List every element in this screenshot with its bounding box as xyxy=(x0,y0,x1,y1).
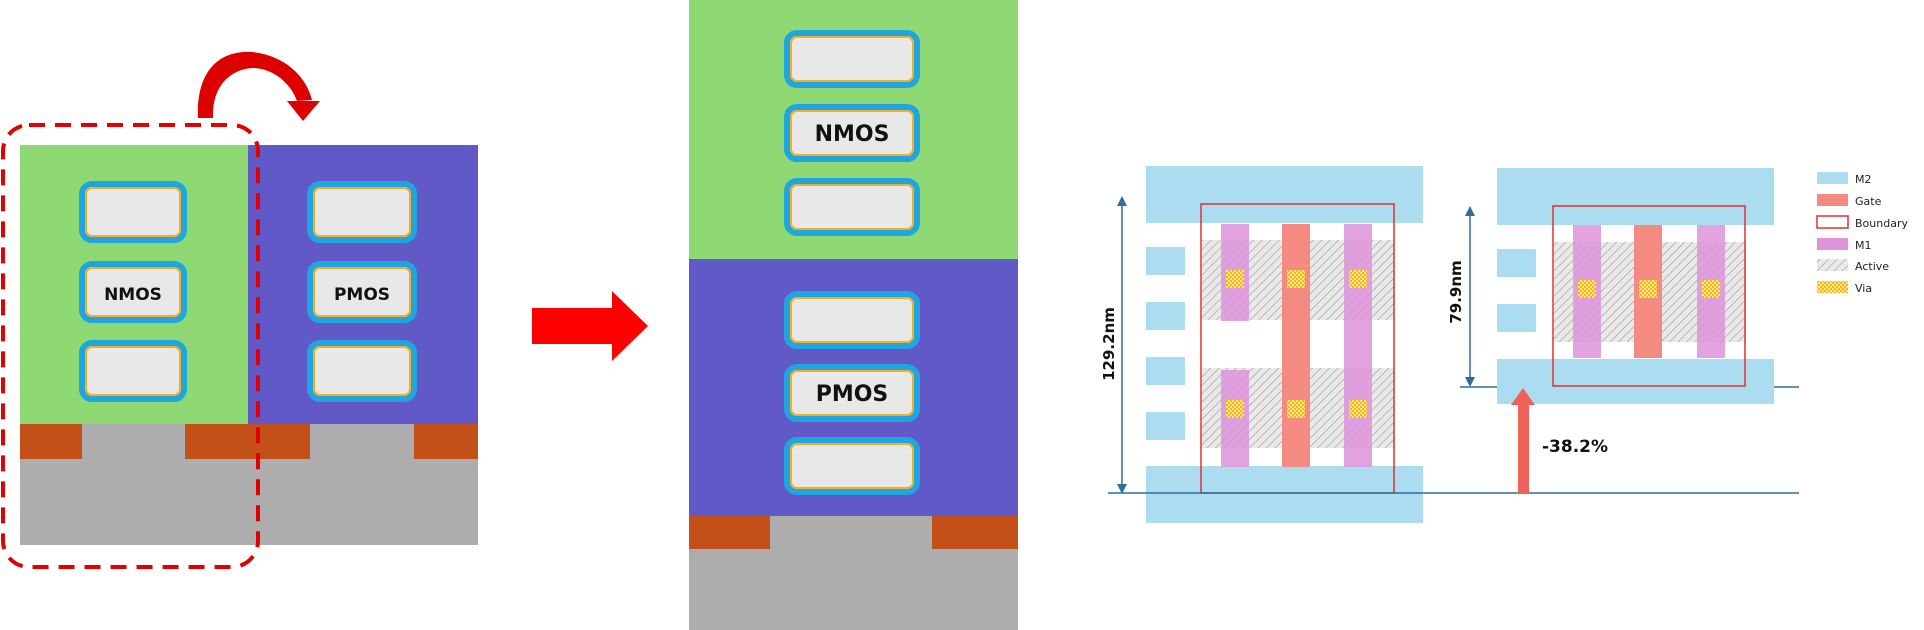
active-swatch xyxy=(1817,259,1848,271)
m1-track xyxy=(1221,370,1249,467)
legend-label: Gate xyxy=(1855,195,1882,208)
m2-rail-bottom xyxy=(1146,466,1423,523)
via xyxy=(1578,280,1596,298)
flip-arrow-icon xyxy=(197,51,320,121)
pmos-fins xyxy=(307,181,417,402)
height-original-label: 129.2nm xyxy=(1100,307,1118,381)
via-swatch xyxy=(1817,281,1848,293)
m2-track xyxy=(1497,304,1536,332)
m1-swatch xyxy=(1817,238,1848,250)
nmos-fins xyxy=(79,181,187,402)
pmos-fins-stacked xyxy=(784,291,920,495)
m2-swatch xyxy=(1817,172,1848,184)
m2-rail-top xyxy=(1497,168,1774,225)
contact xyxy=(414,424,478,459)
gate-swatch xyxy=(1817,194,1848,206)
contact xyxy=(689,516,770,549)
height-reduced-label: 79.9nm xyxy=(1447,260,1465,323)
m2-track xyxy=(1497,249,1536,277)
m2-track xyxy=(1146,412,1185,440)
nmos-label-stacked: NMOS xyxy=(815,122,890,147)
transform-arrow-icon xyxy=(532,291,648,361)
via xyxy=(1639,280,1657,298)
layout-reduced: 79.9nm xyxy=(1447,168,1774,404)
via xyxy=(1226,270,1244,288)
m1-track xyxy=(1344,224,1372,467)
via xyxy=(1702,280,1720,298)
pmos-label: PMOS xyxy=(334,285,390,305)
nmos-fins-stacked xyxy=(784,30,920,236)
pmos-label-stacked: PMOS xyxy=(816,382,889,407)
via xyxy=(1226,400,1244,418)
legend-label: M1 xyxy=(1855,239,1872,252)
m2-track xyxy=(1146,302,1185,330)
legend-label: Active xyxy=(1855,260,1889,273)
gate xyxy=(1282,224,1310,467)
reduction-label: -38.2% xyxy=(1542,437,1608,457)
m2-rail-bottom xyxy=(1497,359,1774,404)
via xyxy=(1349,270,1367,288)
layout-original: 129.2nm xyxy=(1100,166,1423,523)
legend-label: Via xyxy=(1855,282,1872,295)
m2-track xyxy=(1146,247,1185,275)
nmos-label: NMOS xyxy=(104,285,162,305)
contact xyxy=(185,424,310,459)
legend: M2 Gate Boundary M1 Active Via xyxy=(1816,172,1908,295)
contact xyxy=(932,516,1018,549)
boundary-swatch xyxy=(1816,215,1849,229)
contact xyxy=(20,424,82,459)
m2-track xyxy=(1146,357,1185,385)
reduction-arrow-icon xyxy=(1511,388,1535,494)
m2-rail-top xyxy=(1146,166,1423,223)
via xyxy=(1287,400,1305,418)
middle-panel: NMOS PMOS xyxy=(689,0,1018,630)
legend-label: M2 xyxy=(1855,173,1872,186)
cell-boundary xyxy=(1552,205,1746,387)
via xyxy=(1349,400,1367,418)
left-panel: NMOS PMOS xyxy=(1,51,478,569)
via xyxy=(1287,270,1305,288)
legend-label: Boundary xyxy=(1855,217,1908,230)
